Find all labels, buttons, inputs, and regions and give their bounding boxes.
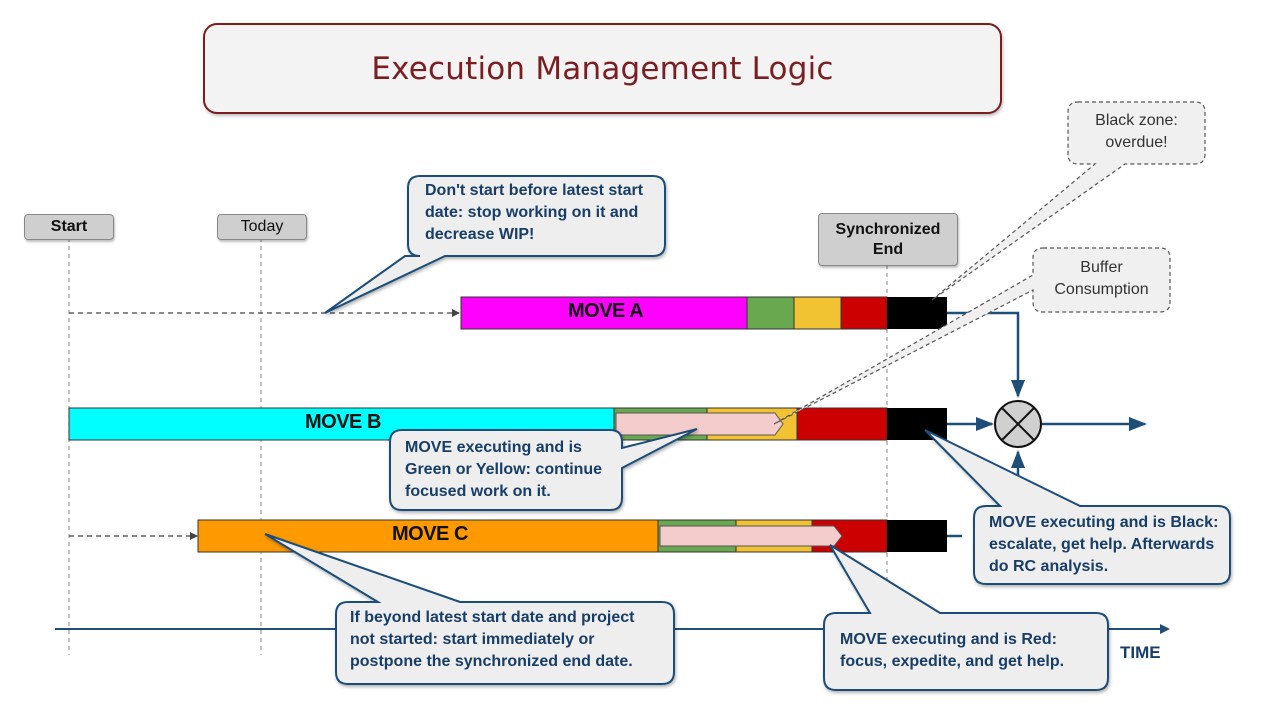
time-axis-label: TIME (1120, 643, 1161, 662)
callout-red-shape (823, 544, 1109, 691)
move-a-work (460, 296, 748, 330)
move-c-bar (197, 519, 947, 553)
callout-black-line2: escalate, get help. Afterwards (989, 536, 1215, 553)
move-b-label: MOVE B (305, 411, 381, 433)
move-a-red-zone (840, 296, 888, 330)
callout-dont-start: Don't start before latest start date: st… (425, 180, 643, 246)
note-black-zone-shape (931, 101, 1206, 301)
callout-red-line2: focus, expedite, and get help. (840, 653, 1065, 670)
callout-dont-start-line2: date: stop working on it and (425, 204, 639, 221)
callout-green-yellow-shape (389, 428, 698, 511)
callout-black: MOVE executing and is Black: escalate, g… (989, 512, 1218, 578)
sync-end-marker: Synchronized End (818, 213, 958, 266)
callout-green-yellow-line3: focused work on it. (405, 483, 551, 500)
callout-green-yellow-line2: Green or Yellow: continue (405, 461, 603, 478)
start-marker-label: Start (50, 218, 88, 235)
note-buffer-consumption: Buffer Consumption (1033, 257, 1170, 301)
sync-end-label-line1: Synchronized (835, 220, 941, 238)
move-b-red-zone (796, 407, 888, 441)
callout-beyond-start-line2: not started: start immediately or (350, 631, 595, 648)
note-black-zone-line2: overdue! (1105, 134, 1168, 151)
callout-green-yellow: MOVE executing and is Green or Yellow: c… (405, 437, 602, 503)
move-c-buffer-consumption (659, 525, 843, 547)
title-banner: Execution Management Logic (203, 23, 1002, 114)
callout-beyond-start-shape (264, 533, 675, 685)
move-c-work (197, 519, 659, 553)
callout-beyond-start-line1: If beyond latest start date and project (350, 609, 635, 626)
move-a-bar (460, 296, 947, 330)
move-a-black-zone (887, 297, 947, 329)
move-a-label: MOVE A (568, 300, 644, 322)
callout-dont-start-line1: Don't start before latest start (425, 182, 644, 199)
move-c-label: MOVE C (392, 523, 468, 545)
sync-end-label-line2: End (872, 240, 904, 258)
note-buffer-line2: Consumption (1054, 281, 1149, 298)
callout-dont-start-shape (324, 175, 666, 314)
move-c-black-zone (887, 520, 947, 552)
callout-green-yellow-line1: MOVE executing and is (405, 439, 582, 456)
move-a-yellow-zone (793, 296, 842, 330)
callout-black-shape (924, 429, 1231, 585)
callout-red-line1: MOVE executing and is Red: (840, 631, 1057, 648)
page-title: Execution Management Logic (371, 50, 834, 87)
note-black-zone-line1: Black zone: (1095, 112, 1178, 129)
callout-black-line1: MOVE executing and is Black: (989, 514, 1219, 531)
today-marker-label: Today (240, 218, 284, 235)
note-black-zone: Black zone: overdue! (1068, 110, 1205, 154)
start-marker: Start (24, 214, 114, 240)
today-marker: Today (217, 214, 307, 240)
move-a-green-zone (746, 296, 795, 330)
move-b-black-zone (887, 408, 947, 440)
note-buffer-consumption-shape (773, 247, 1171, 425)
callout-beyond-start-line3: postpone the synchronized end date. (350, 653, 633, 670)
merge-junction-icon (994, 400, 1042, 448)
callout-black-line3: do RC analysis. (989, 558, 1109, 575)
callout-dont-start-line3: decrease WIP! (425, 226, 535, 243)
move-b-buffer-consumption (615, 412, 784, 436)
callout-red: MOVE executing and is Red: focus, expedi… (840, 629, 1064, 673)
callout-beyond-start: If beyond latest start date and project … (350, 607, 635, 673)
note-buffer-line1: Buffer (1080, 259, 1123, 276)
move-b-bar (68, 407, 947, 441)
